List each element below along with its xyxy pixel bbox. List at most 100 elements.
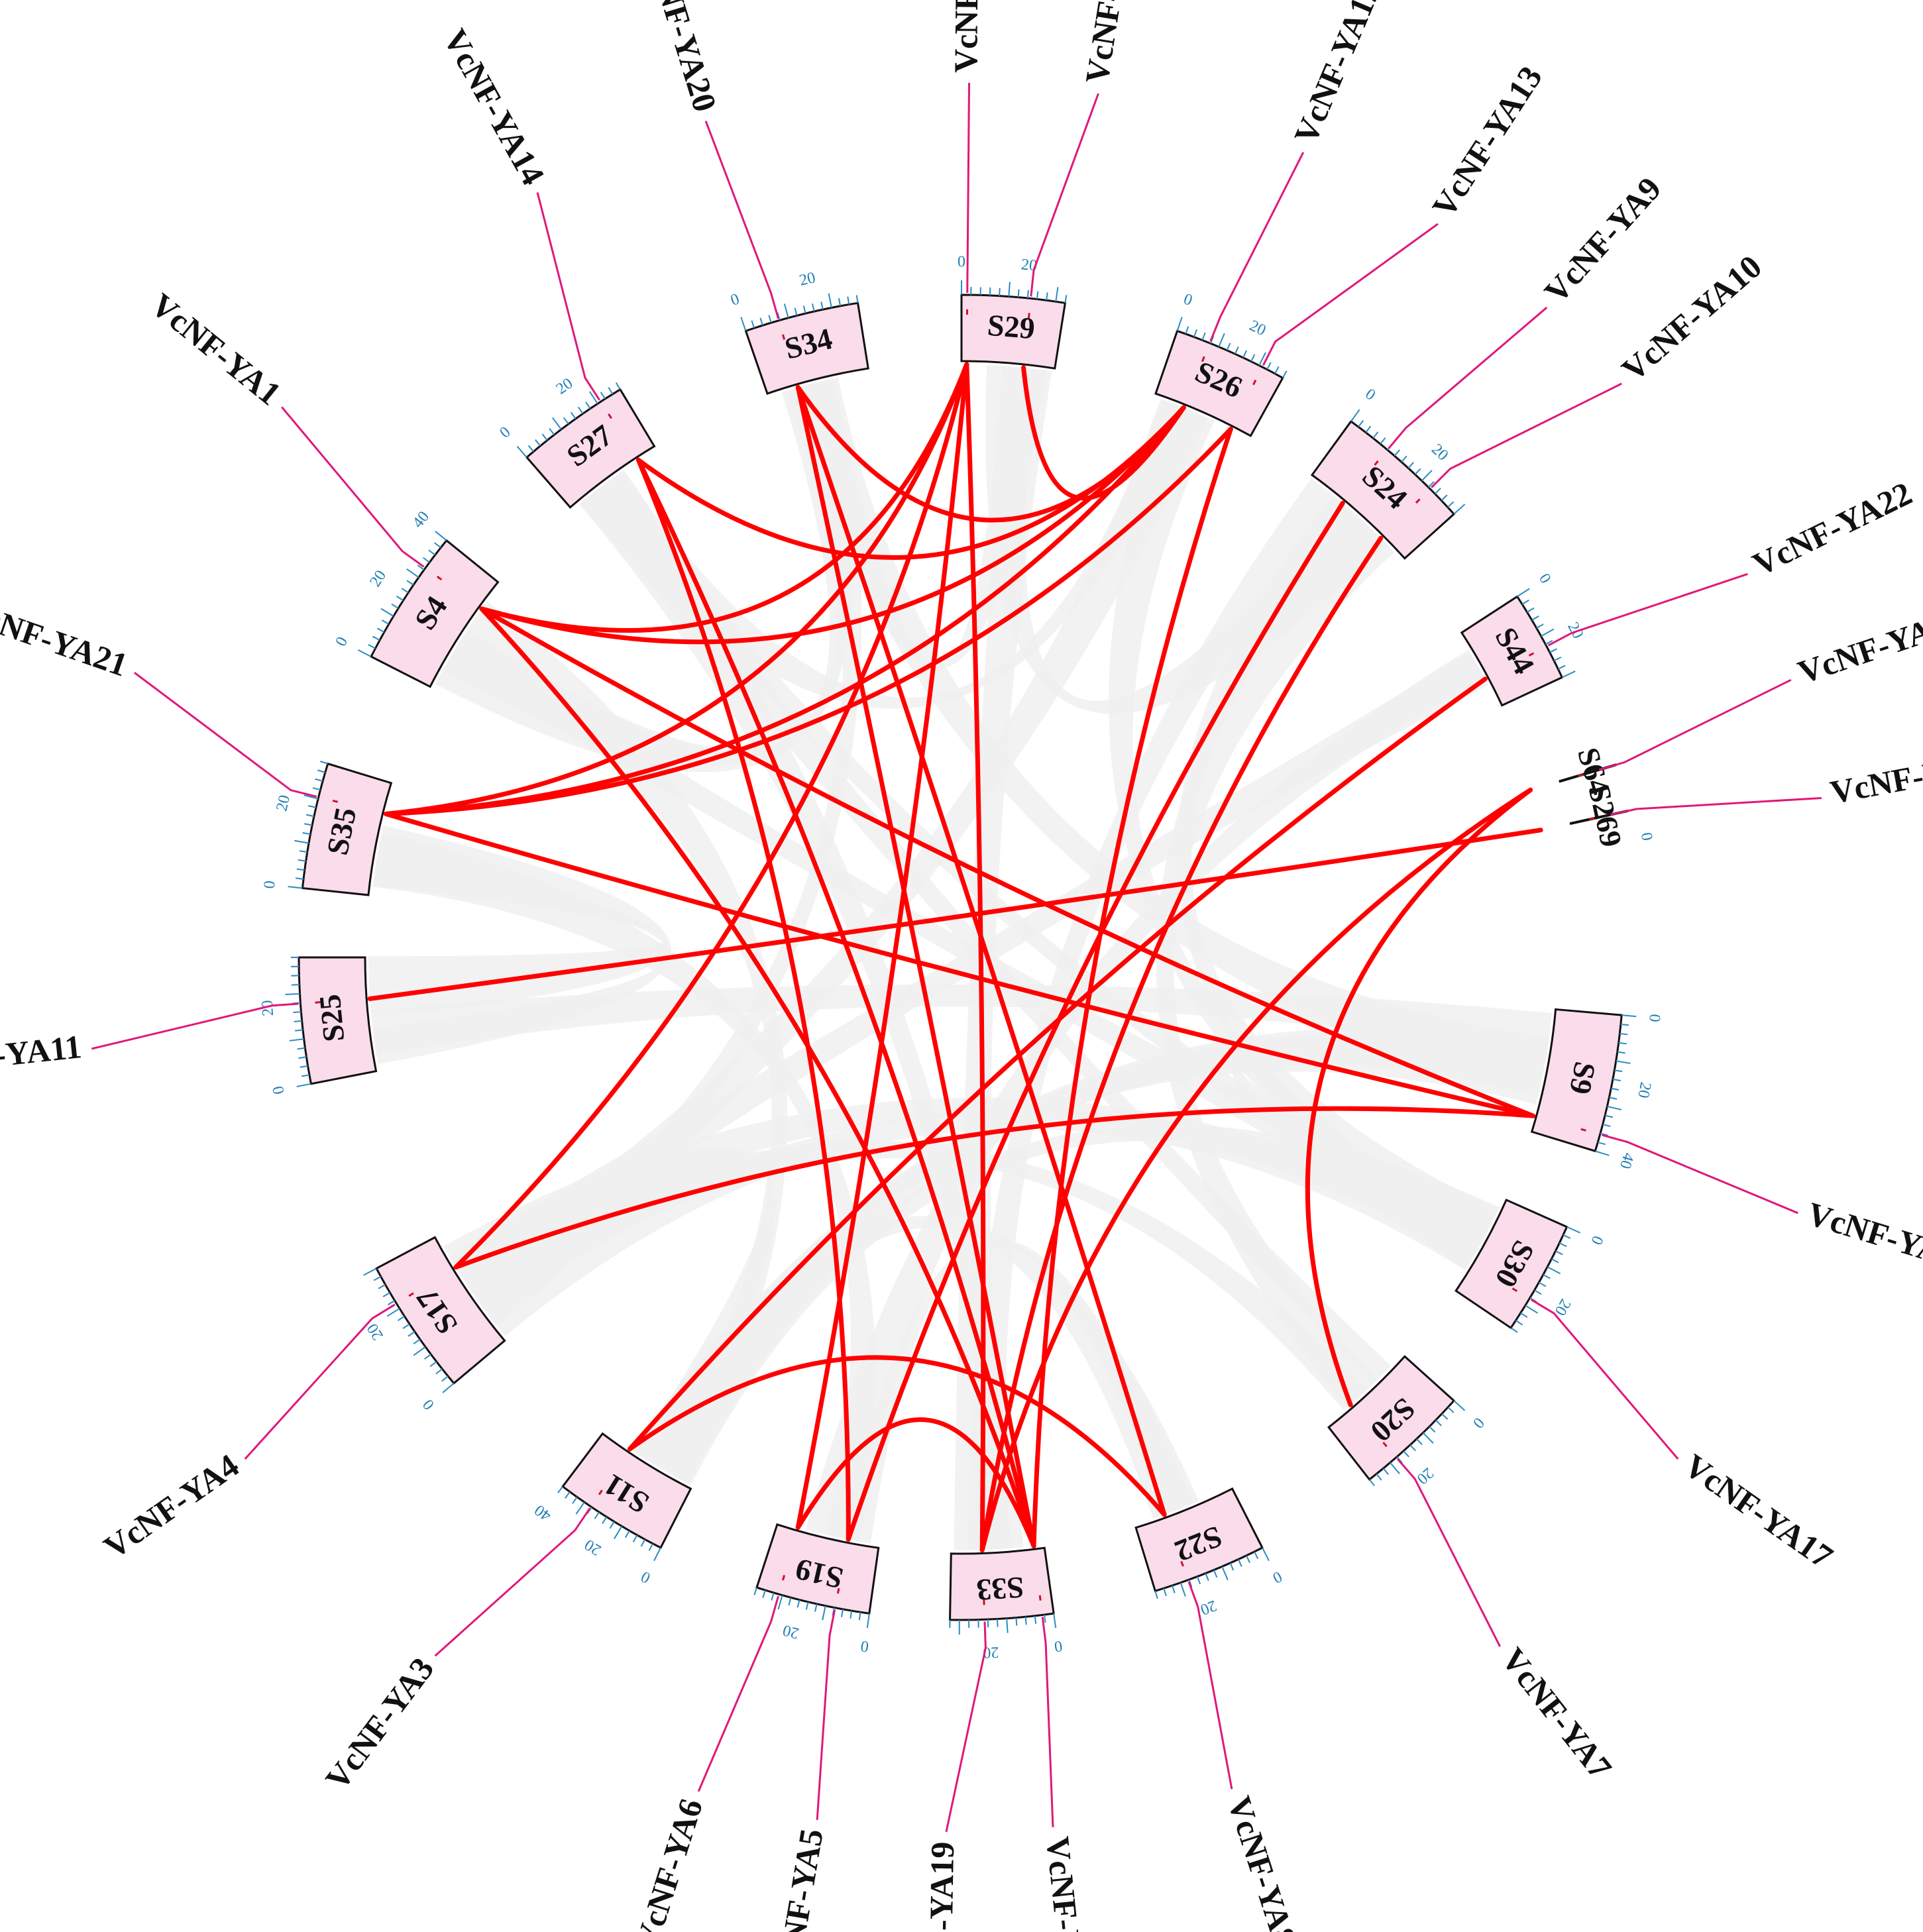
chromosome-block xyxy=(949,1546,1055,1621)
gene-position-mark xyxy=(315,1001,321,1004)
chromosome-tick xyxy=(777,1595,783,1610)
chromosome-tick xyxy=(380,608,394,617)
chromosome-tick xyxy=(1368,1479,1375,1487)
chromosome-tick xyxy=(1416,1438,1423,1446)
chromosome-tick xyxy=(866,1613,870,1629)
gene-leader-line xyxy=(91,1002,299,1050)
chromosome-tick xyxy=(527,445,534,453)
gene-vcnf-ya1: VcNF-YA1 xyxy=(144,286,443,581)
chromosome-block xyxy=(1154,329,1284,437)
gene-label: VcNF-YA8 xyxy=(1221,1792,1304,1932)
chromosome-tick xyxy=(1534,1289,1542,1295)
gene-position-mark xyxy=(1180,1560,1184,1567)
chromosome-tick xyxy=(1538,1281,1547,1287)
chromosome-tick xyxy=(762,1589,766,1598)
background-synteny-ribbon xyxy=(581,400,1188,709)
chromosome-tick xyxy=(1602,1124,1611,1128)
chromosome-tick xyxy=(1171,1585,1176,1593)
chromosome-block xyxy=(960,294,1067,370)
synteny-link-vcnf-ya22-vcnf-ya3 xyxy=(628,676,1488,1452)
chromosome-tick xyxy=(1201,332,1206,341)
chromosome-tick xyxy=(624,1530,630,1538)
synteny-link-vcnf-ya3-vcnf-ya8 xyxy=(628,1355,1167,1517)
chromosome-tick xyxy=(428,549,436,556)
gene-leader-line xyxy=(1388,306,1548,449)
gene-leader-line xyxy=(1396,1458,1502,1647)
tick-label: 0 xyxy=(1645,1013,1663,1022)
chromosome-tick xyxy=(435,1368,443,1375)
chromosome-tick xyxy=(1409,1444,1416,1452)
gene-label: VcNF-YA5 xyxy=(768,1826,830,1932)
chromosome-tick xyxy=(768,315,772,323)
gene-label: VcNF-YA3 xyxy=(318,1650,441,1797)
chromosome-tick xyxy=(609,1521,615,1529)
chromosome-tick xyxy=(1525,1305,1539,1314)
gene-vcnf-ya9: VcNF-YA9 xyxy=(1374,170,1669,466)
gene-vcnf-ya5: VcNF-YA5 xyxy=(768,1587,840,1932)
chromosome-tick xyxy=(1403,1450,1409,1458)
chromosome-tick xyxy=(1618,1042,1627,1045)
chromosome-tick xyxy=(551,417,562,430)
chromosome-tick xyxy=(1549,648,1557,653)
gene-leader-line xyxy=(434,1507,591,1657)
tick-label: 0 xyxy=(728,290,742,309)
chromosome-tick xyxy=(1543,1274,1551,1279)
chromosome-tick xyxy=(1422,1432,1434,1444)
chromosome-tick xyxy=(391,603,399,609)
tick-label: 0 xyxy=(1587,1233,1606,1248)
tick-label: 0 xyxy=(1181,290,1195,309)
chromosome-tick xyxy=(357,649,372,657)
chromosome-tick xyxy=(1401,455,1407,462)
synteny-link-vcnf-ya13-vcnf-ya21 xyxy=(384,427,1233,816)
chromosome-tick xyxy=(378,1284,386,1289)
chromosome-tick xyxy=(541,433,548,441)
chromosome-tick xyxy=(814,1603,818,1612)
chromosome-block xyxy=(1310,419,1456,560)
chromosome-tick xyxy=(1193,329,1197,337)
chromosome-tick xyxy=(1380,437,1386,445)
gene-vcnf-ya15: VcNF-YA15 xyxy=(947,0,985,315)
tick-label: 0 xyxy=(1053,1637,1064,1655)
chromosome-tick xyxy=(304,823,313,826)
chromosome-tick xyxy=(1282,370,1288,378)
chromosome-tick xyxy=(1561,671,1576,678)
gene-label: VcNF-YA10 xyxy=(1615,248,1769,388)
chromosome-tick xyxy=(594,1511,600,1519)
gene-position-mark xyxy=(1580,1128,1586,1132)
tick-label: 0 xyxy=(333,634,352,649)
background-synteny-ribbon xyxy=(1156,513,1395,1407)
chromosome-tick xyxy=(1034,1615,1037,1624)
chromosome-tick xyxy=(797,1599,800,1608)
chromosome-tick xyxy=(565,1491,571,1499)
chromosome-tick xyxy=(1510,1327,1518,1333)
gene-vcnf-ya17: VcNF-YA17 xyxy=(1511,1287,1840,1576)
chromosome-block xyxy=(1460,595,1564,707)
chromosome-tick xyxy=(1180,1582,1186,1597)
chromosome-tick xyxy=(1441,494,1448,502)
chromosome-tick xyxy=(1266,362,1272,370)
gene-label: VcNF-YA12 xyxy=(1287,0,1388,149)
chromosome-tick xyxy=(1221,1566,1229,1581)
chromosome-block xyxy=(561,1432,692,1550)
chromosome-tick xyxy=(805,1601,809,1610)
gene-label: VcNF-YA13 xyxy=(1425,60,1549,224)
chromosome-block xyxy=(301,762,393,896)
chromosome-tick xyxy=(751,320,755,329)
chromosome-tick xyxy=(996,1619,999,1627)
chromosome-block xyxy=(755,1523,880,1615)
chromosome-tick xyxy=(572,1496,578,1504)
chromosome-tick xyxy=(381,619,390,625)
gene-position-mark xyxy=(1578,773,1584,777)
tick-label: 40 xyxy=(531,1501,555,1525)
chromosome-tick xyxy=(1551,1258,1559,1263)
chromosome-tick xyxy=(296,1083,311,1087)
chromosome-tick xyxy=(372,635,380,641)
chromosome-tick xyxy=(1517,588,1530,598)
chromosome-tick xyxy=(600,392,606,400)
chromosome-tick xyxy=(1515,1320,1523,1326)
chromosome-tick xyxy=(1555,1250,1563,1256)
chromosome-tick xyxy=(1350,409,1360,422)
gene-position-mark xyxy=(1589,817,1595,821)
